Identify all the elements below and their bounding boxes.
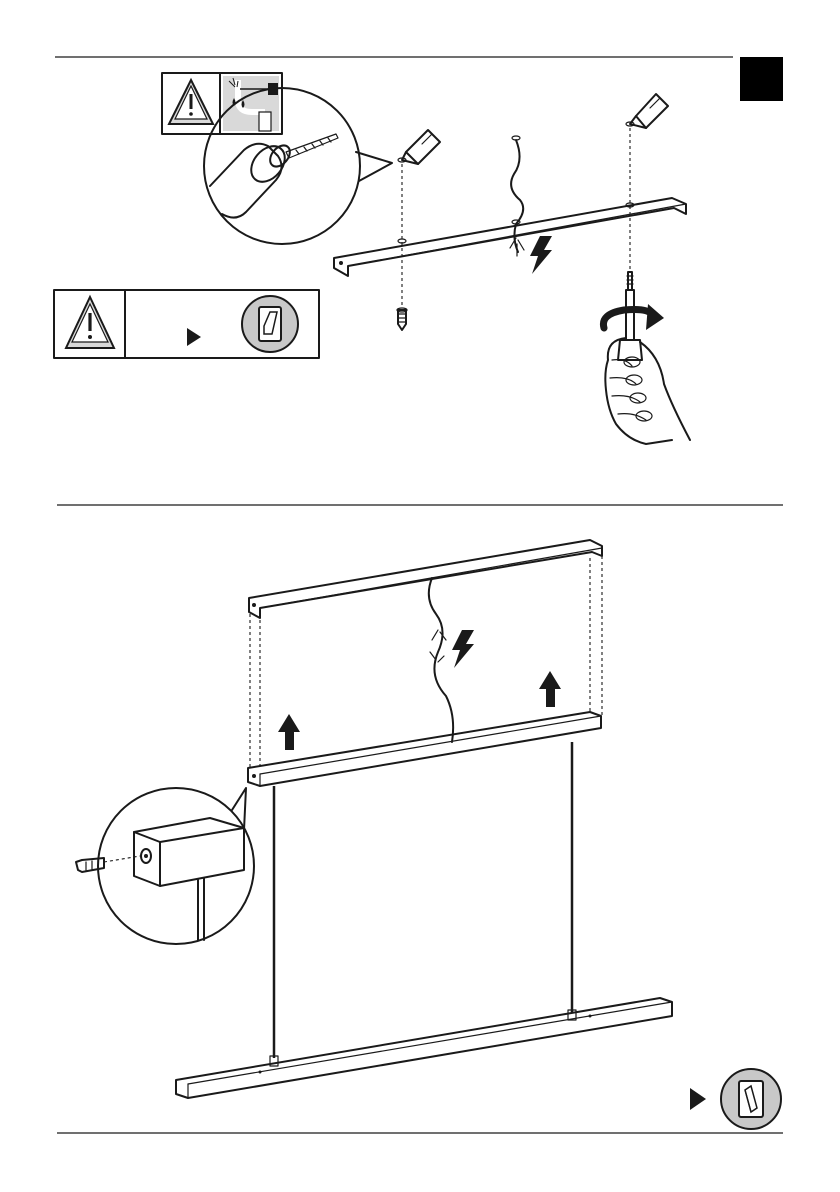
screw-detail-icon [76,788,254,944]
canopy-bar [248,712,601,786]
electricity-bolt-icon [452,630,474,668]
pencil-icon [402,130,440,164]
screwdriver-hand-icon [605,272,690,444]
pencil-icon [630,94,668,128]
warning-box-drill [162,73,282,134]
lamp-bar [176,998,672,1098]
drill-icon [210,134,338,218]
power-switch-on-icon [721,1069,781,1129]
corner-tab [740,57,783,101]
power-switch-off-icon [242,296,298,352]
lamp-assembly-step2 [76,540,781,1129]
lift-arrow-icon [278,714,300,750]
warning-triangle-icon [169,80,213,124]
hidden-cables-pipes-icon [223,76,279,131]
play-arrow-icon [187,328,201,346]
play-arrow-icon [690,1088,706,1110]
wall-plug-icon [397,308,407,330]
warning-triangle-icon [66,297,114,348]
mount-bracket-step1 [334,94,690,444]
lift-arrow-icon [539,671,561,707]
final-action [690,1069,781,1129]
ceiling-bracket [334,198,686,276]
screw-icon [628,272,632,290]
electricity-bolt-icon [530,236,552,274]
power-cable [429,578,453,742]
warning-box-power [54,290,319,358]
